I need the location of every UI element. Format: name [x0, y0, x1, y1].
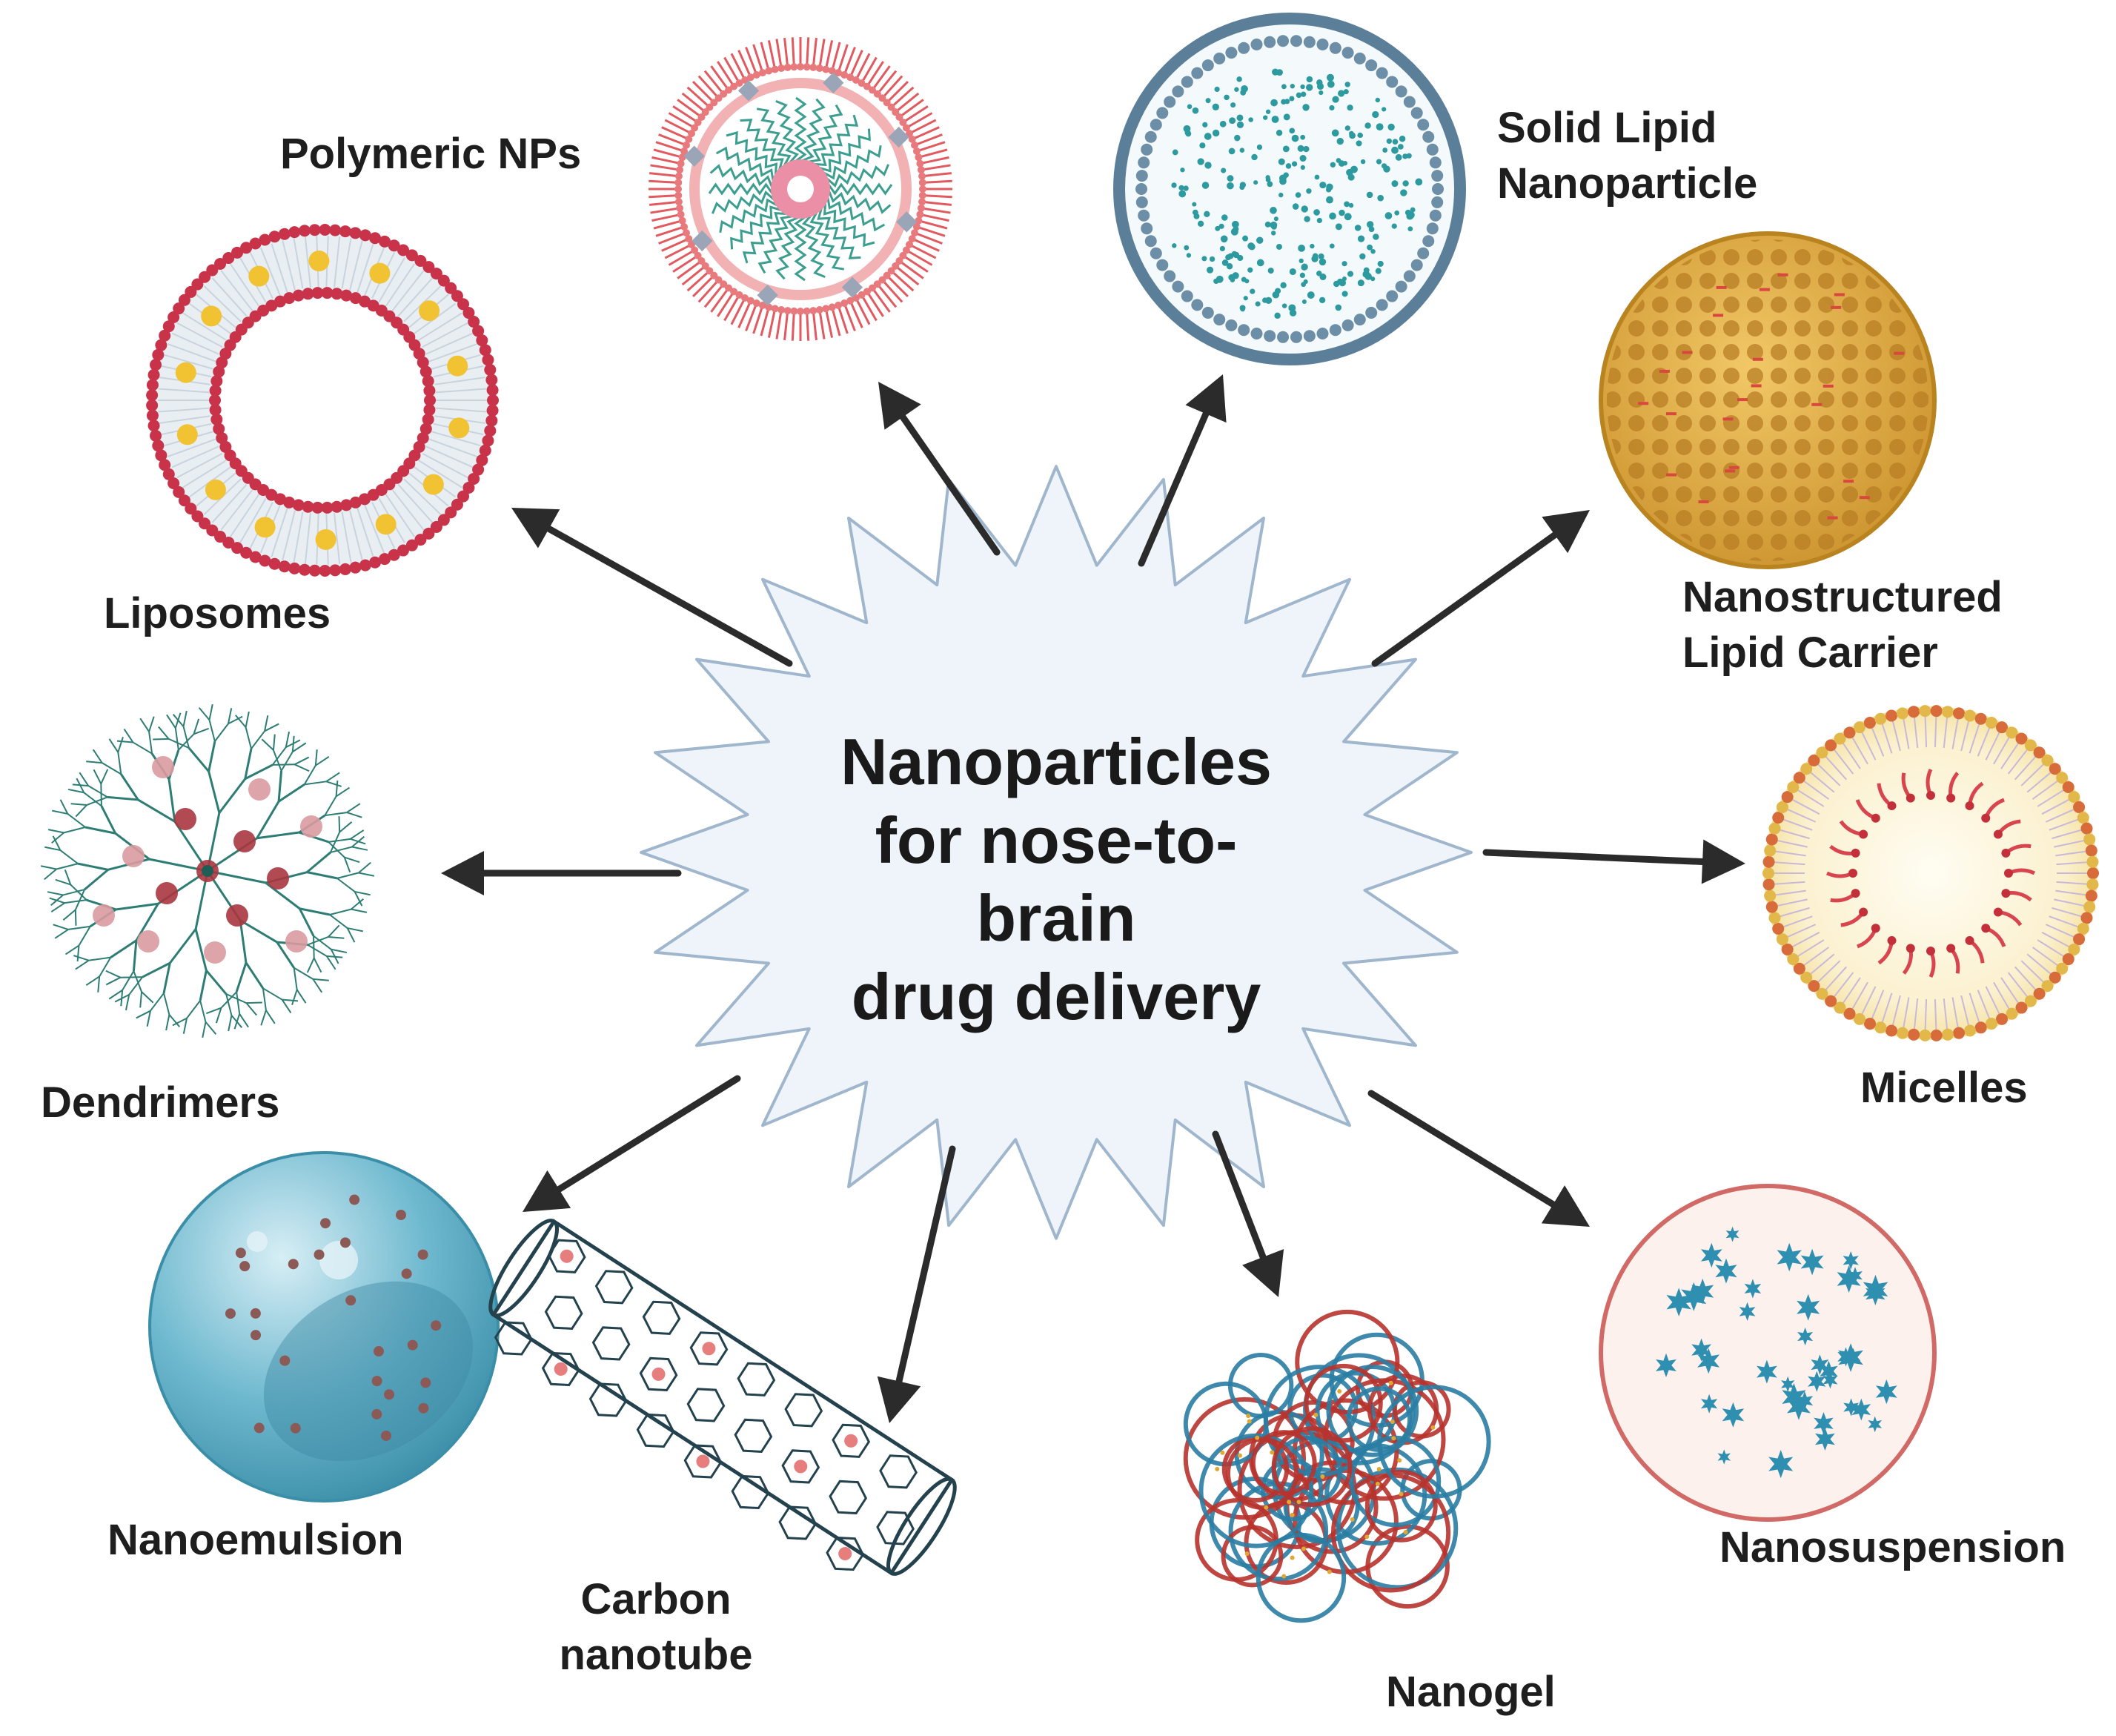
nanostructured-lipid-carrier-illustration: [1599, 231, 1937, 569]
label-nanoemulsion: Nanoemulsion: [107, 1516, 404, 1564]
arrow-to-carbon-nanotube: [877, 1145, 956, 1423]
arrow-to-liposomes: [511, 508, 793, 667]
nanoemulsion-illustration: [148, 1151, 500, 1503]
nanogel-illustration: [1171, 1309, 1491, 1638]
dendrimer-illustration: [40, 703, 375, 1038]
liposome-illustration: [146, 224, 499, 577]
center-star-shape: [640, 465, 1473, 1240]
center-title-line-2: for nose-to-brain: [875, 803, 1238, 955]
label-liposomes: Liposomes: [104, 589, 331, 637]
center-title-line-1: Nanoparticles: [840, 725, 1272, 798]
label-micelles: Micelles: [1860, 1064, 2028, 1112]
center-title-line-3: drug delivery: [851, 959, 1261, 1033]
arrow-to-solid-lipid-nanoparticle: [1138, 374, 1227, 567]
nanosuspension-illustration: [1599, 1184, 1937, 1522]
label-sln-line-2: Nanoparticle: [1497, 159, 1758, 208]
label-cnt-line-1: Carbon: [580, 1575, 732, 1623]
arrow-to-nanosuspension: [1367, 1090, 1590, 1227]
label-carbon-nanotube: Carbon nanotube: [548, 1571, 763, 1683]
arrow-to-nanoemulsion: [523, 1075, 741, 1212]
label-nlc-line-2: Lipid Carrier: [1682, 629, 1938, 677]
label-nanostructured-lipid-carrier: Nanostructured Lipid Carrier: [1682, 569, 2003, 681]
solid-lipid-nanoparticle-illustration: [1113, 13, 1466, 365]
label-nanogel: Nanogel: [1386, 1668, 1556, 1716]
arrow-to-nanostructured-lipid-carrier: [1371, 510, 1590, 667]
arrow-to-micelles: [1482, 839, 1745, 884]
center-title: Nanoparticles for nose-to-brain drug del…: [812, 723, 1301, 1036]
label-polymeric-nps: Polymeric NPs: [280, 130, 582, 178]
arrow-to-nanogel: [1212, 1130, 1284, 1297]
polymeric-nps-illustration: [649, 37, 952, 341]
carbon-nanotube-illustration: [488, 1219, 957, 1576]
arrow-to-dendrimers: [441, 851, 682, 895]
label-solid-lipid-nanoparticle: Solid Lipid Nanoparticle: [1497, 100, 1757, 212]
micelle-illustration: [1762, 705, 2099, 1041]
label-sln-line-1: Solid Lipid: [1497, 104, 1717, 152]
arrow-to-polymeric-nps: [878, 382, 1001, 556]
label-nlc-line-1: Nanostructured: [1682, 573, 2003, 621]
label-nanosuspension: Nanosuspension: [1719, 1523, 2066, 1571]
label-dendrimers: Dendrimers: [41, 1079, 280, 1127]
label-cnt-line-2: nanotube: [559, 1631, 753, 1680]
